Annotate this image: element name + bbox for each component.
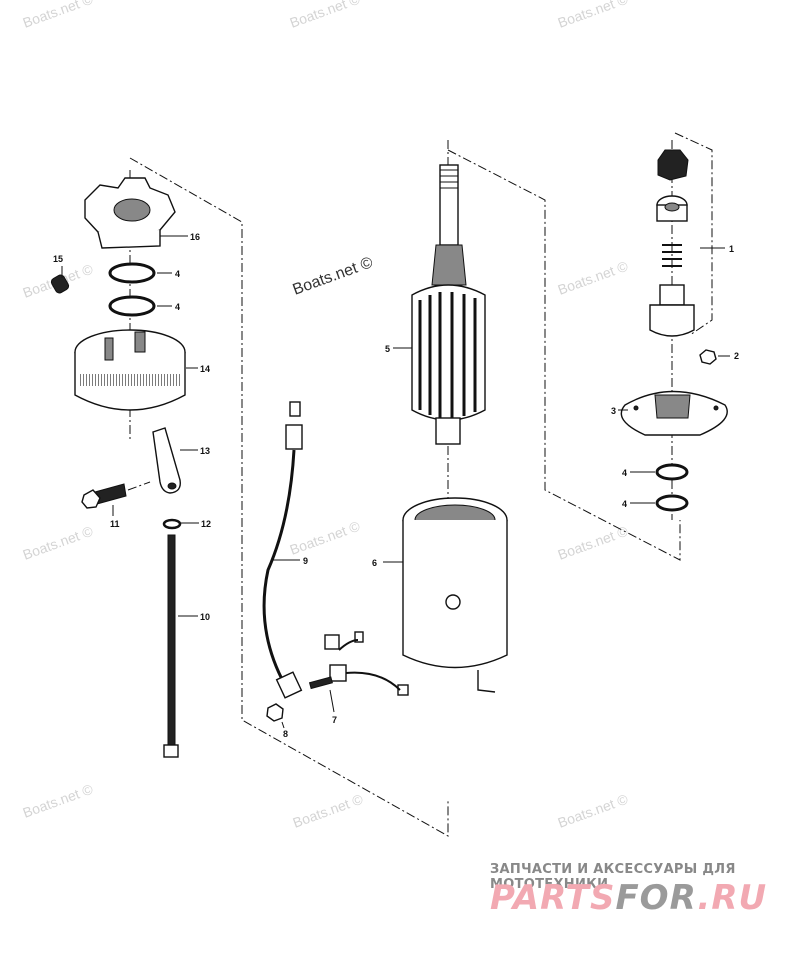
- callout-12: 12: [201, 519, 211, 529]
- part-16-end-plate: [84, 177, 176, 249]
- watermark: Boats.net ©: [288, 517, 363, 557]
- callout-4: 4: [175, 269, 180, 279]
- callout-11: 11: [110, 519, 120, 529]
- assembly-boundary-right: [674, 132, 713, 336]
- callout-14: 14: [200, 364, 210, 374]
- leader-lines: [61, 235, 730, 729]
- callout-4: 4: [622, 468, 627, 478]
- watermark: Boats.net ©: [556, 790, 631, 830]
- part-1-drive-assembly: [649, 149, 695, 337]
- part-6-field-frame: [402, 497, 508, 693]
- brand-name-part: PARTS: [490, 878, 616, 918]
- brand-tagline: ЗАПЧАСТИ И АКСЕССУАРЫ ДЛЯ МОТОТЕХНИКИ: [490, 862, 736, 892]
- watermark: Boats.net ©: [291, 254, 376, 299]
- part-4-washer: [108, 262, 156, 317]
- callout-16: 16: [190, 232, 200, 242]
- assembly-boundary-center: [447, 149, 681, 561]
- callout-3: 3: [611, 406, 616, 416]
- watermark: Boats.net ©: [556, 257, 631, 297]
- part-4-washer: [655, 494, 689, 512]
- watermark: Boats.net ©: [21, 522, 96, 562]
- part-4-washer: [655, 463, 689, 481]
- callouts: 16 15 4 4 14 13 11 12 10 9 7 8 5 6 1 2 3…: [53, 232, 739, 739]
- callout-4: 4: [175, 302, 180, 312]
- watermark: Boats.net ©: [288, 0, 363, 31]
- callout-4: 4: [622, 499, 627, 509]
- callout-15: 15: [53, 254, 63, 264]
- callout-7: 7: [332, 715, 337, 725]
- part-14-brush-holder: [74, 329, 186, 411]
- callout-6: 6: [372, 558, 377, 568]
- part-5-armature: [411, 164, 486, 445]
- watermark: Boats.net ©: [291, 790, 366, 830]
- watermarks: Boats.net © Boats.net © Boats.net © Boat…: [21, 0, 631, 831]
- watermark: Boats.net ©: [556, 0, 631, 31]
- part-3-drive-end-plate: [620, 390, 728, 436]
- part-13-bracket: [152, 427, 181, 494]
- callout-8: 8: [283, 729, 288, 739]
- part-10-through-bolt: [163, 534, 179, 758]
- callout-1: 1: [729, 244, 734, 254]
- brand-logo: PARTSFOR.RU: [490, 878, 767, 918]
- part-12-washer: [162, 518, 182, 530]
- part-2-nut: [699, 349, 717, 365]
- callout-13: 13: [200, 446, 210, 456]
- leader: [127, 481, 151, 491]
- part-8-nut: [266, 703, 284, 722]
- callout-2: 2: [734, 351, 739, 361]
- callout-9: 9: [303, 556, 308, 566]
- brand-name-part: FOR: [615, 878, 698, 918]
- assembly-boundary-left: [129, 157, 449, 837]
- part-9-lead-wire: [262, 401, 303, 699]
- callout-5: 5: [385, 344, 390, 354]
- brand-name-part: .RU: [697, 878, 768, 918]
- part-7-brush-set: [308, 631, 409, 696]
- callout-10: 10: [200, 612, 210, 622]
- watermark: Boats.net ©: [21, 0, 96, 31]
- part-11-bolt: [81, 483, 127, 509]
- part-15-nut: [50, 274, 70, 294]
- watermark: Boats.net ©: [21, 780, 96, 820]
